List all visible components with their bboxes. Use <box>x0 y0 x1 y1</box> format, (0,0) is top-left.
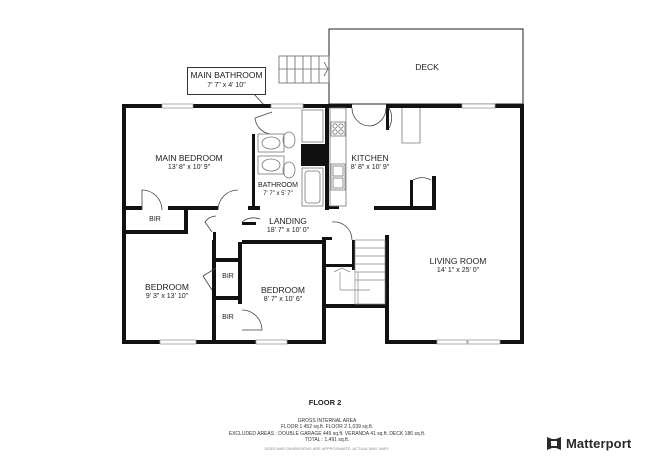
windows <box>159 103 501 345</box>
area-disclaimer: SIZES AND DIMENSIONS ARE APPROXIMATE, AC… <box>264 445 390 451</box>
room-label-bedroom-1: BEDROOM 9' 3" x 13' 10" <box>145 282 189 300</box>
room-label-bir-1: BIR <box>149 216 161 223</box>
room-dimensions: 7' 7" x 4' 10" <box>207 82 246 89</box>
main-bathroom-callout: MAIN BATHROOM 7' 7" x 4' 10" <box>187 67 266 95</box>
deck-stairs <box>278 55 330 84</box>
floor-title: FLOOR 2 <box>308 398 342 407</box>
area-heading: GROSS INTERNAL AREA <box>297 418 357 424</box>
room-label-main-bedroom: MAIN BEDROOM 13' 8" x 10' 9" <box>155 153 223 171</box>
room-label-bathroom: BATHROOM 7' 7" x 5' 7" <box>258 182 298 197</box>
area-excluded: EXCLUDED AREAS : DOUBLE GARAGE 449 sq.ft… <box>228 430 426 437</box>
room-label-bedroom-2: BEDROOM 8' 7" x 10' 6" <box>261 285 305 303</box>
area-summary: GROSS INTERNAL AREA FLOOR 1 452 sq.ft. F… <box>229 418 425 452</box>
room-label-living-room: LIVING ROOM 14' 1" x 25' 0" <box>429 256 487 274</box>
room-label-deck: DECK <box>415 62 439 72</box>
bathroom-fixtures <box>257 109 324 207</box>
room-name: MAIN BATHROOM <box>190 70 263 80</box>
callout-pointer <box>252 92 266 107</box>
doors <box>141 107 432 331</box>
kitchen-fixtures <box>329 107 421 207</box>
room-label-bir-3: BIR <box>222 314 234 321</box>
room-label-landing: LANDING 18' 7" x 10' 0" <box>266 216 310 234</box>
matterport-logo-icon <box>547 437 561 450</box>
room-label-kitchen: KITCHEN 8' 8" x 10' 9" <box>350 153 390 171</box>
matterport-brand: Matterport <box>546 435 631 451</box>
area-floors: FLOOR 1 452 sq.ft. FLOOR 2 1,039 sq.ft. <box>280 424 374 431</box>
interior-stairs <box>333 239 386 305</box>
brand-name: Matterport <box>566 435 632 451</box>
walls <box>122 104 524 344</box>
room-label-bir-2: BIR <box>222 273 234 280</box>
area-total: TOTAL : 1,491 sq.ft. <box>304 437 350 444</box>
